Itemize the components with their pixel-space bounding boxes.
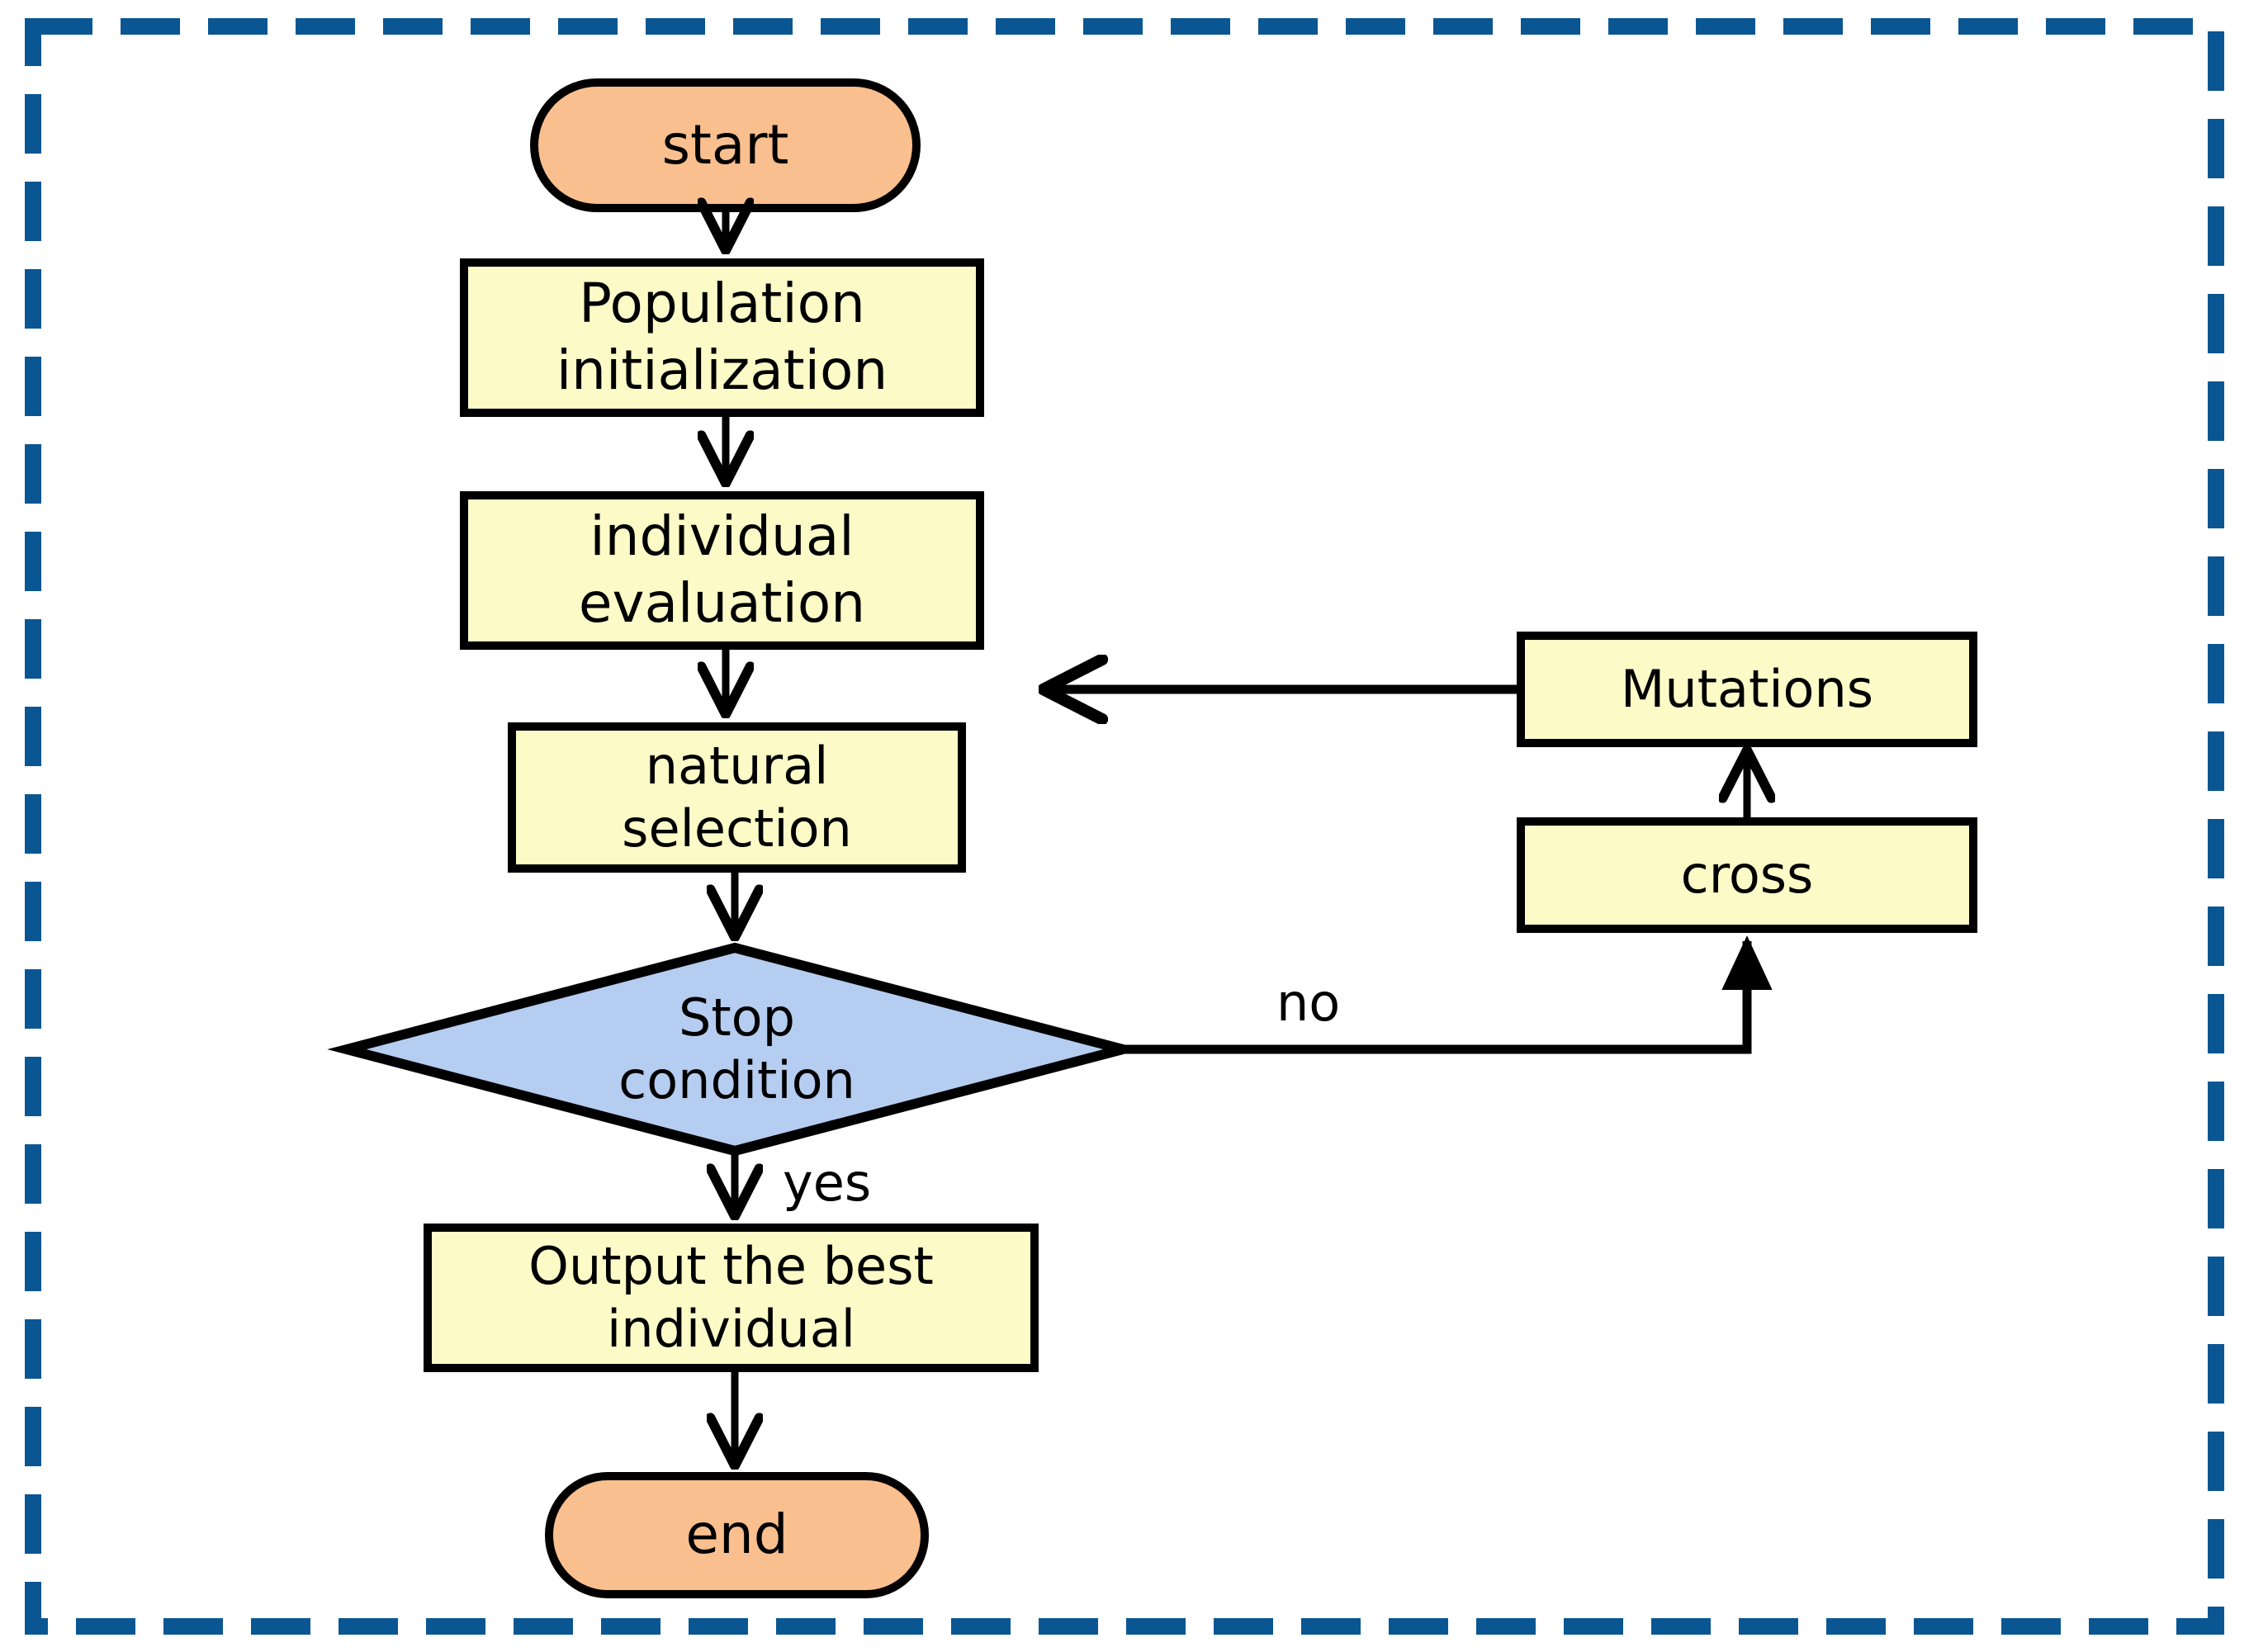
- edge-stop-to-cross: [1123, 935, 1773, 1054]
- node-individual-evaluation[interactable]: [464, 495, 980, 646]
- node-end-shape: [545, 1472, 929, 1598]
- node-mutations[interactable]: [1521, 636, 1973, 743]
- node-natural-selection[interactable]: [512, 727, 962, 869]
- node-stop-condition[interactable]: [495, 974, 974, 1124]
- node-cross-shape: [1517, 817, 1977, 933]
- node-output-best-individual[interactable]: [428, 1228, 1035, 1368]
- node-population-initialization-shape: [460, 258, 984, 417]
- node-output-best-individual-shape: [424, 1224, 1039, 1372]
- dashed-frame: [25, 18, 2224, 1635]
- edge-label-yes: yes: [783, 1153, 872, 1213]
- node-start[interactable]: [534, 83, 916, 208]
- edge-label-no: no: [1276, 973, 1341, 1033]
- node-population-initialization[interactable]: [464, 263, 980, 413]
- node-cross[interactable]: [1521, 821, 1973, 929]
- node-natural-selection-shape: [508, 722, 966, 873]
- node-end[interactable]: [549, 1476, 925, 1594]
